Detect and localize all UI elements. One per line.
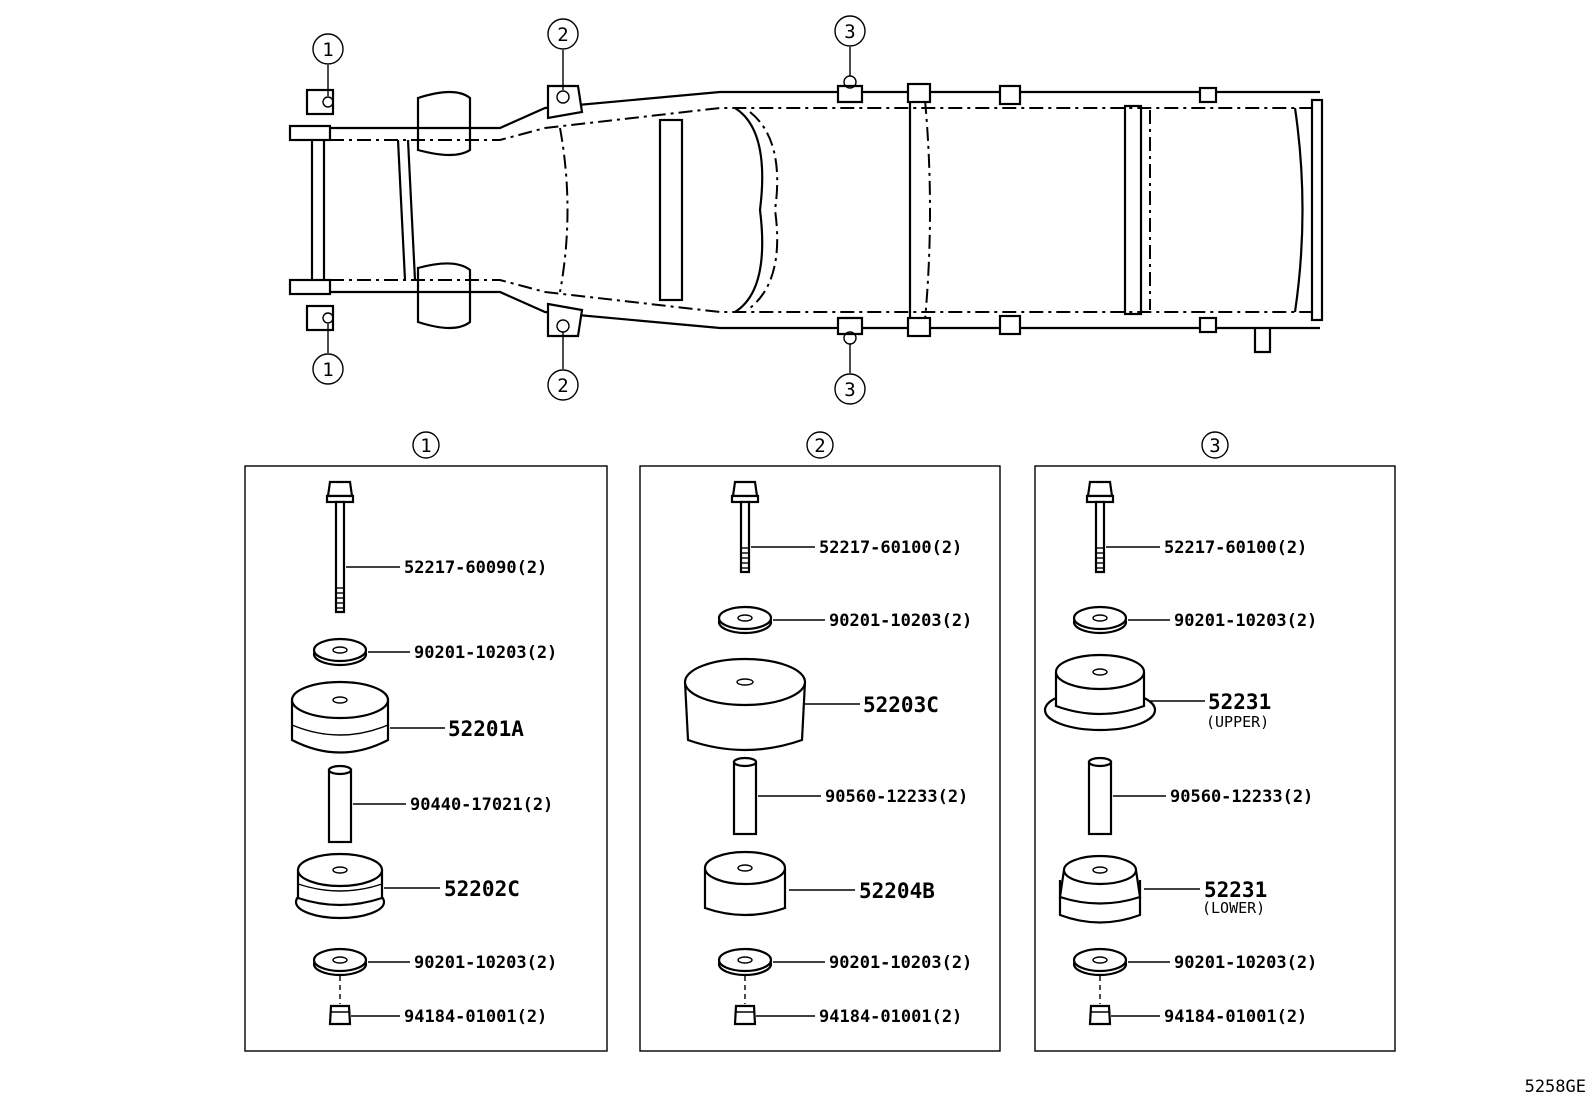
panel-number: 2	[814, 435, 825, 457]
callout-number: 1	[322, 359, 333, 381]
panel-3: 352217-60100(2)90201-10203(2)52231(UPPER…	[1034, 431, 1396, 1052]
nut	[328, 1004, 352, 1026]
panel-1: 1 52217-60090(2) 90201-10203(2) 52201A 90440…	[244, 431, 608, 1052]
upper-cushion	[683, 657, 807, 752]
washer-bottom	[717, 947, 773, 977]
collar	[732, 756, 758, 836]
part-number-nut: 94184-01001(2)	[1164, 1007, 1307, 1027]
part-number-lower-cushion: 52202C	[444, 877, 520, 901]
frame-callout-3: 3	[834, 344, 866, 405]
part-number-washer-bottom: 90201-10203(2)	[414, 953, 557, 973]
part-number-washer-top: 90201-10203(2)	[414, 643, 557, 663]
part-number-nut: 94184-01001(2)	[404, 1007, 547, 1027]
nut	[1088, 1004, 1112, 1026]
lower-cushion	[294, 852, 386, 920]
frame-top-view	[288, 75, 1324, 354]
part-number-bolt: 52217-60100(2)	[819, 538, 962, 558]
frame-callout-1: 1	[312, 324, 344, 385]
callout-number: 3	[844, 379, 855, 401]
frame-callout-2: 2	[547, 332, 579, 401]
bolt	[1085, 480, 1115, 574]
frame-callout-3: 3	[834, 15, 866, 76]
bolt	[325, 480, 355, 614]
collar	[327, 764, 353, 844]
mount-panels: 1 52217-60090(2) 90201-10203(2) 52201A 90440…	[244, 431, 1396, 1052]
panel-number: 3	[1209, 435, 1220, 457]
part-number-bolt: 52217-60100(2)	[1164, 538, 1307, 558]
part-number-collar: 90440-17021(2)	[410, 795, 553, 815]
frame-callouts: 1 2 3 1 2 3	[312, 15, 866, 405]
lower-cushion-sublabel: (LOWER)	[1202, 899, 1265, 917]
part-number-washer-top: 90201-10203(2)	[1174, 611, 1317, 631]
part-number-upper-cushion: 52203C	[863, 693, 939, 717]
frame-callout-1: 1	[312, 33, 344, 96]
figure-code: 5258GE	[1525, 1077, 1586, 1097]
bolt	[730, 480, 760, 574]
washer-top	[717, 605, 773, 635]
upper-cushion	[1043, 653, 1157, 732]
callout-number: 3	[844, 21, 855, 43]
washer-top	[312, 637, 368, 667]
washer-bottom	[1072, 947, 1128, 977]
part-number-nut: 94184-01001(2)	[819, 1007, 962, 1027]
part-number-washer-bottom: 90201-10203(2)	[829, 953, 972, 973]
part-number-bolt: 52217-60090(2)	[404, 558, 547, 578]
part-number-washer-top: 90201-10203(2)	[829, 611, 972, 631]
part-number-collar: 90560-12233(2)	[1170, 787, 1313, 807]
panel-number: 1	[420, 435, 431, 457]
upper-cushion	[290, 680, 390, 754]
frame-callout-2: 2	[547, 18, 579, 90]
lower-cushion	[703, 850, 787, 917]
callout-number: 2	[557, 24, 568, 46]
nut	[733, 1004, 757, 1026]
washer-bottom	[312, 947, 368, 977]
part-number-collar: 90560-12233(2)	[825, 787, 968, 807]
callout-number: 2	[557, 375, 568, 397]
washer-top	[1072, 605, 1128, 635]
part-number-lower-cushion: 52231	[1204, 878, 1267, 902]
callout-number: 1	[322, 39, 333, 61]
panel-2: 2 52217-60100(2) 90201-10203(2) 52203C 90560…	[639, 431, 1001, 1052]
upper-cushion-sublabel: (UPPER)	[1206, 713, 1269, 731]
part-number-upper-cushion: 52231	[1208, 690, 1271, 714]
part-number-washer-bottom: 90201-10203(2)	[1174, 953, 1317, 973]
part-number-lower-cushion: 52204B	[859, 879, 935, 903]
lower-cushion	[1058, 854, 1142, 924]
part-number-upper-cushion: 52201A	[448, 717, 524, 741]
collar	[1087, 756, 1113, 836]
